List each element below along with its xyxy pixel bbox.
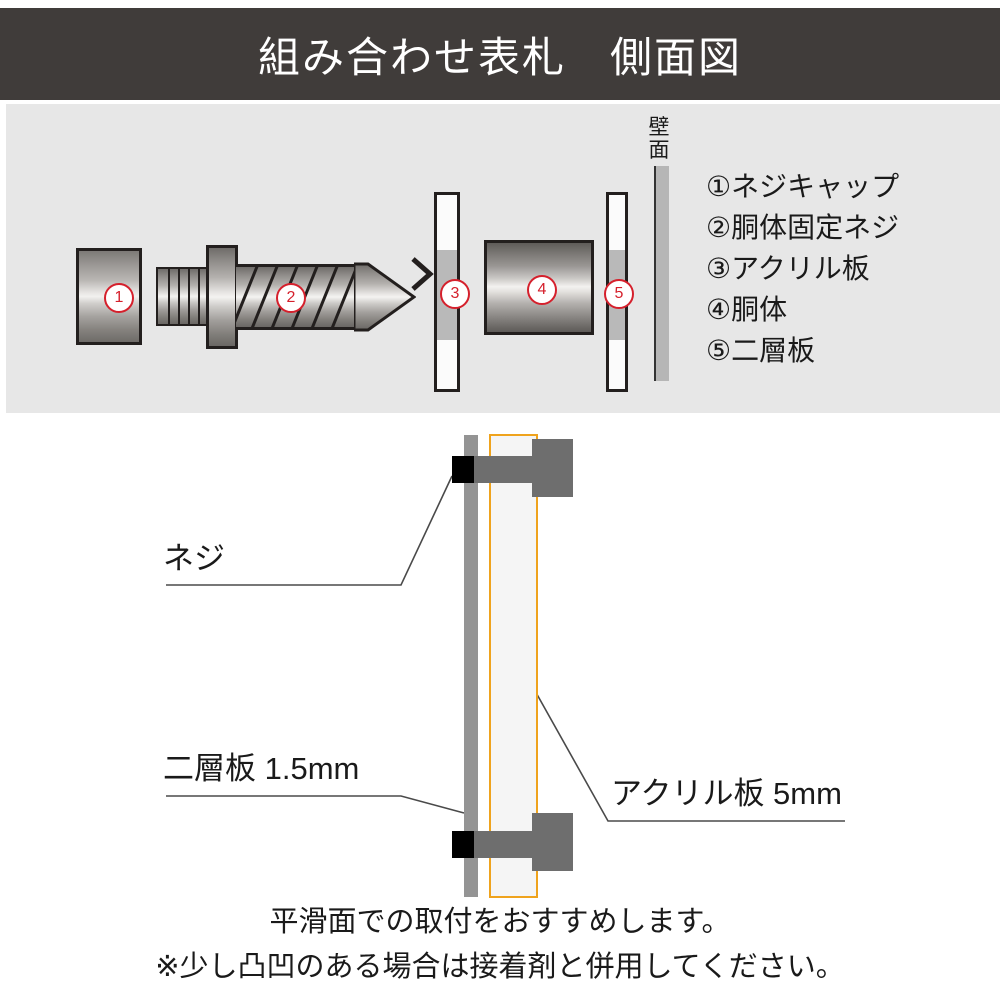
collar-line [178,269,180,324]
wall-label-char-1: 壁 [648,116,670,139]
label-acrylic-plate: アクリル板 5mm [611,776,842,811]
thread-line [324,267,358,327]
thread-line [236,267,263,327]
legend-item-1-label: ネジキャップ [731,171,900,202]
cross-section-screw-cap-bottom [452,831,474,858]
footer-notes: 平滑面での取付をおすすめします。 ※少し凸凹のある場合は接着剤と併用してください… [0,900,1000,990]
legend-item-2-number: ② [706,212,732,243]
wall-label-char-2: 面 [648,139,670,162]
footer-line-1: 平滑面での取付をおすすめします。 [269,906,731,938]
legend-item-3: ③アクリル板 [706,248,986,289]
page-title: 組み合わせ表札 側面図 [257,33,742,81]
wall-surface-bar [654,166,669,381]
legend-item-5: ⑤二層板 [706,330,986,371]
part-body-fixing-screw [156,232,418,360]
legend-item-5-label: 二層板 [731,335,816,366]
legend-item-2: ②胴体固定ネジ [706,207,986,248]
exploded-view-panel: 1 [6,104,1000,413]
collar-line [198,269,200,324]
legend-item-2-label: 胴体固定ネジ [731,212,900,243]
header-bar: 組み合わせ表札 側面図 [0,8,1000,100]
legend-item-1-number: ① [706,171,732,202]
badge-4-body: 4 [527,275,557,305]
legend-item-4-label: 胴体 [731,294,788,325]
leader-lines [166,475,845,822]
legend-item-3-label: アクリル板 [731,253,870,284]
cross-section-screw-cap-top [452,456,474,483]
badge-3-acrylic-plate: 3 [440,279,470,309]
label-two-layer-plate: 二層板 1.5mm [163,751,360,786]
collar-line [168,269,170,324]
wall-surface-label: 壁 面 [646,116,672,162]
screw-collar-group [156,267,208,326]
legend-item-5-number: ⑤ [706,335,732,366]
legend-item-1: ①ネジキャップ [706,166,986,207]
label-screw: ネジ [163,541,225,576]
badge-2-body-fixing-screw: 2 [276,283,306,313]
cross-section-acrylic-plate [489,434,538,898]
parts-legend: ①ネジキャップ ②胴体固定ネジ ③アクリル板 ④胴体 ⑤二層板 [706,166,986,371]
screw-tip [354,262,416,332]
footer-line-2: ※少し凸凹のある場合は接着剤と併用してください。 [155,951,845,983]
legend-item-4: ④胴体 [706,289,986,330]
collar-line [188,269,190,324]
cross-section-two-layer-plate [464,435,478,897]
assembly-arrow-icon [411,257,434,291]
screw-flange [206,245,238,349]
cross-section-panel: ネジ 二層板 1.5mm アクリル板 5mm 平滑面での取付をおすすめします。 … [0,413,1000,1000]
legend-item-4-number: ④ [706,294,732,325]
badge-5-two-layer-plate: 5 [604,279,634,309]
legend-item-3-number: ③ [706,253,732,284]
badge-1-screw-cap: 1 [104,283,134,313]
